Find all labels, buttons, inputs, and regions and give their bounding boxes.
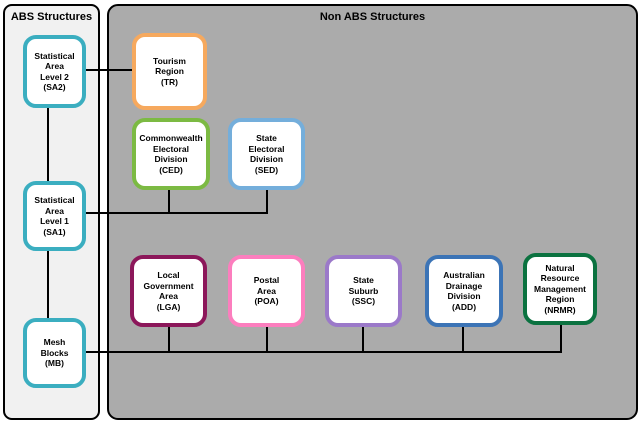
connector-ced-drop <box>168 189 170 213</box>
node-tourism-region: Tourism Region (TR) <box>132 33 207 110</box>
node-statistical-area-level-1: Statistical Area Level 1 (SA1) <box>23 181 86 251</box>
node-local-government-area: Local Government Area (LGA) <box>130 255 207 327</box>
node-state-electoral-division: State Electoral Division (SED) <box>228 118 305 190</box>
node-postal-area: Postal Area (POA) <box>228 255 305 327</box>
abs-panel-title: ABS Structures <box>10 11 93 23</box>
connector-nrmr-drop <box>560 324 562 353</box>
connector-add-drop <box>462 326 464 352</box>
connector-poa-drop <box>266 326 268 352</box>
node-natural-resource-management-region: Natural Resource Management Region (NRMR… <box>523 253 597 325</box>
node-mesh-blocks: Mesh Blocks (MB) <box>23 318 86 388</box>
connector-sa2-to-tr <box>84 69 132 71</box>
connector-sa2-to-sa1 <box>47 106 49 183</box>
node-statistical-area-level-2: Statistical Area Level 2 (SA2) <box>23 35 86 108</box>
connector-ssc-drop <box>362 326 364 352</box>
node-commonwealth-electoral-division: Commonwealth Electoral Division (CED) <box>132 118 210 190</box>
connector-sa1-to-mb <box>47 249 49 320</box>
connector-mb-branch <box>80 351 562 353</box>
connector-sa1-branch <box>80 212 268 214</box>
node-state-suburb: State Suburb (SSC) <box>325 255 402 327</box>
non-abs-panel-title: Non ABS Structures <box>319 11 426 23</box>
connector-sed-drop <box>266 189 268 214</box>
node-australian-drainage-division: Australian Drainage Division (ADD) <box>425 255 503 327</box>
connector-lga-drop <box>168 326 170 352</box>
